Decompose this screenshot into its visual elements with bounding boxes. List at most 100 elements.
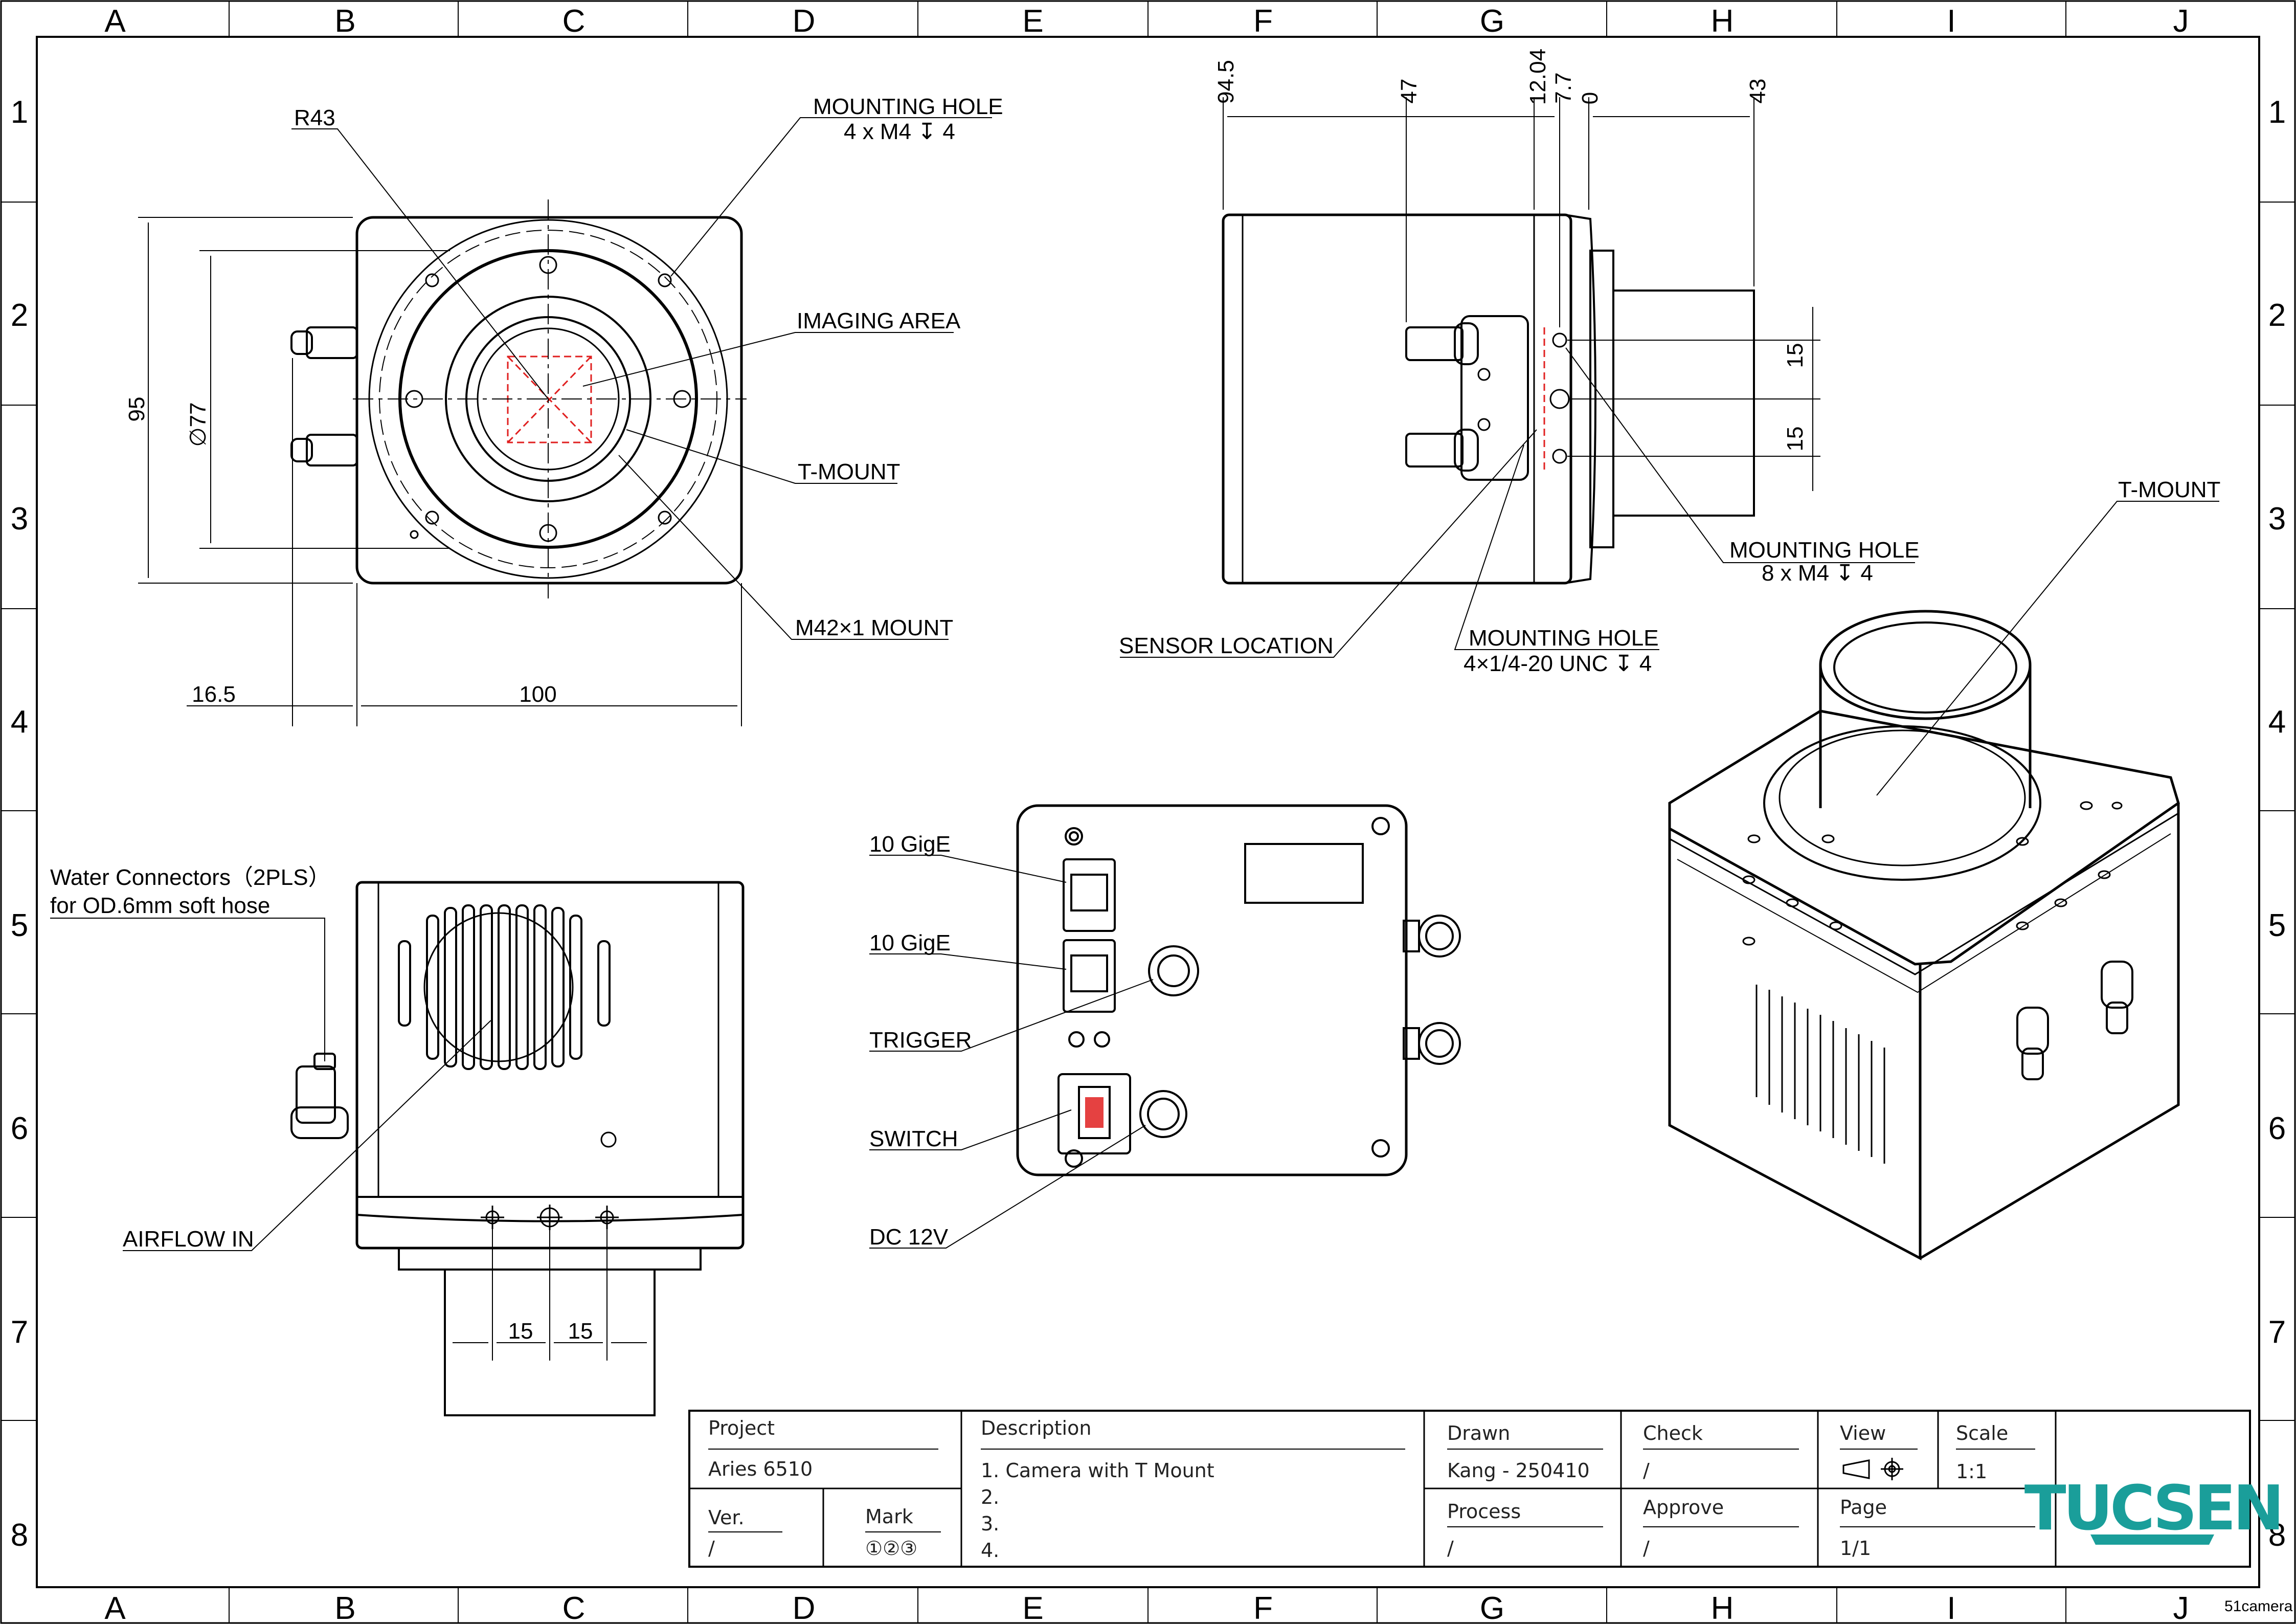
project-label: Project: [708, 1417, 775, 1439]
water-connectors-label: Water Connectors（2PLS）: [50, 865, 331, 890]
airflow-in-label: AIRFLOW IN: [123, 1227, 254, 1252]
zone-col-d-bottom: D: [793, 1591, 816, 1624]
zone-col-j-bottom: J: [2173, 1591, 2189, 1624]
description-line-3: 3.: [981, 1512, 999, 1535]
mounting-hole-spec: 4 x M4 ↧ 4: [844, 119, 955, 144]
description-label: Description: [981, 1417, 1091, 1439]
scale-label: Scale: [1956, 1422, 2008, 1444]
ver-label: Ver.: [708, 1506, 745, 1529]
t-mount-label: T-MOUNT: [798, 459, 900, 484]
description-line-4: 4.: [981, 1539, 999, 1562]
dim-95: 95: [124, 397, 149, 422]
tripod-hole-label: MOUNTING HOLE: [1469, 626, 1659, 651]
zone-row-2-left: 2: [11, 298, 28, 333]
mark-label: Mark: [865, 1505, 913, 1528]
r43-label: R43: [294, 105, 335, 130]
zone-col-c-bottom: C: [562, 1591, 586, 1624]
ver-value: /: [708, 1537, 715, 1560]
iso-t-mount-label: T-MOUNT: [2118, 477, 2220, 502]
m42-mount-label: M42×1 MOUNT: [795, 615, 953, 640]
page-label: Page: [1840, 1496, 1887, 1519]
check-label: Check: [1643, 1422, 1703, 1444]
dim-0: 0: [1578, 92, 1603, 104]
dim-16-5: 16.5: [192, 682, 236, 707]
zone-row-2-right: 2: [2268, 298, 2286, 333]
zone-row-1-right: 1: [2268, 95, 2286, 130]
dim-15-upper: 15: [1783, 343, 1808, 368]
watermark: 51camera: [2224, 1598, 2293, 1615]
zone-row-4-right: 4: [2268, 704, 2286, 740]
zone-row-3-right: 3: [2268, 501, 2286, 537]
side-mounting-hole-label: MOUNTING HOLE: [1729, 538, 1920, 563]
side-mounting-hole-spec: 8 x M4 ↧ 4: [1762, 561, 1873, 586]
approve-value: /: [1643, 1537, 1650, 1560]
bottom-dim-15-left: 15: [508, 1319, 533, 1344]
isometric-view: T-MOUNT: [1668, 477, 2220, 1261]
zone-col-a-top: A: [104, 4, 126, 39]
zone-col-b-bottom: B: [334, 1591, 355, 1624]
approve-label: Approve: [1643, 1496, 1724, 1519]
zone-row-6-right: 6: [2268, 1111, 2286, 1146]
zone-col-i-top: I: [1947, 4, 1955, 39]
drawn-value: Kang - 250410: [1447, 1459, 1590, 1482]
zone-col-g-top: G: [1480, 4, 1504, 39]
zone-col-e-top: E: [1022, 4, 1043, 39]
front-view: R43 MOUNTING HOLE 4 x M4 ↧ 4 IMAGING ARE…: [124, 94, 1003, 726]
bottom-view: 15 15 Water Connectors（2PLS） for OD.6mm …: [50, 865, 745, 1416]
dim-94-5: 94.5: [1213, 60, 1239, 104]
title-block: Project Aries 6510 Description 1. Camera…: [688, 1410, 2293, 1615]
gige2-label: 10 GigE: [869, 930, 951, 955]
zone-col-i-bottom: I: [1947, 1591, 1955, 1624]
logo-text: TUCSEN: [2024, 1473, 2281, 1544]
rear-view: 10 GigE 10 GigE TRIGGER SWITCH DC 12V: [869, 804, 1461, 1250]
zone-col-d-top: D: [793, 4, 816, 39]
zone-col-f-bottom: F: [1253, 1591, 1273, 1624]
dim-dia77: ∅77: [186, 402, 211, 447]
zone-col-j-top: J: [2173, 4, 2189, 39]
zone-col-a-bottom: A: [104, 1591, 126, 1624]
zone-row-3-left: 3: [11, 501, 28, 537]
zone-col-e-bottom: E: [1022, 1591, 1043, 1624]
sensor-location-label: SENSOR LOCATION: [1119, 633, 1334, 658]
tucsen-logo: TUCSEN: [2024, 1473, 2284, 1545]
zone-row-5-right: 5: [2268, 908, 2286, 943]
dc12v-label: DC 12V: [869, 1225, 949, 1250]
zone-row-4-left: 4: [11, 704, 28, 740]
zone-col-f-top: F: [1253, 4, 1273, 39]
mounting-hole-label: MOUNTING HOLE: [813, 94, 1003, 119]
dim-100: 100: [519, 682, 556, 707]
zone-col-h-bottom: H: [1711, 1591, 1734, 1624]
page-value: 1/1: [1840, 1537, 1871, 1560]
mark-value: ①②③: [865, 1537, 917, 1560]
switch-label: SWITCH: [869, 1126, 958, 1151]
zone-row-8-left: 8: [11, 1518, 28, 1553]
scale-value: 1:1: [1956, 1460, 1987, 1483]
imaging-area-label: IMAGING AREA: [797, 308, 961, 333]
zone-col-h-top: H: [1711, 4, 1734, 39]
dim-12-04: 12.04: [1525, 49, 1550, 105]
projection-symbol-icon: [1842, 1458, 1903, 1480]
zone-col-g-bottom: G: [1480, 1591, 1504, 1624]
description-line-1: 1. Camera with T Mount: [981, 1459, 1214, 1482]
side-view: 94.5 47 12.04 7.7 0 43 15 15 MOUNTING HO…: [1119, 49, 1920, 676]
gige1-label: 10 GigE: [869, 832, 951, 857]
zone-row-6-left: 6: [11, 1111, 28, 1146]
bottom-dim-15-right: 15: [568, 1319, 593, 1344]
zone-row-7-left: 7: [11, 1315, 28, 1350]
dim-47: 47: [1397, 79, 1422, 104]
dim-15-lower: 15: [1783, 427, 1808, 452]
zone-row-1-left: 1: [11, 95, 28, 130]
tripod-hole-spec: 4×1/4-20 UNC ↧ 4: [1464, 651, 1652, 676]
description-line-2: 2.: [981, 1486, 999, 1508]
check-value: /: [1643, 1459, 1650, 1482]
drawn-label: Drawn: [1447, 1422, 1510, 1444]
process-value: /: [1447, 1537, 1454, 1560]
project-value: Aries 6510: [708, 1458, 813, 1480]
zone-col-c-top: C: [562, 4, 586, 39]
process-label: Process: [1447, 1500, 1521, 1523]
zone-row-7-right: 7: [2268, 1315, 2286, 1350]
view-label: View: [1840, 1422, 1886, 1444]
zone-col-b-top: B: [334, 4, 355, 39]
soft-hose-label: for OD.6mm soft hose: [50, 893, 270, 918]
